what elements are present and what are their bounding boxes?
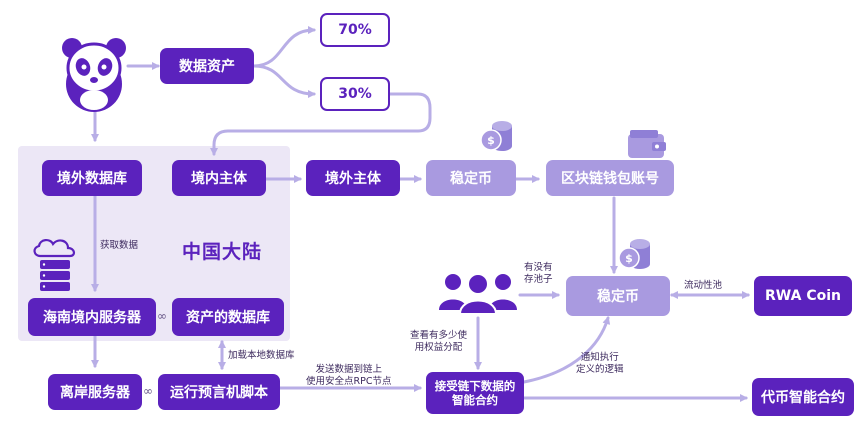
token-contract-node: 代币智能合约 [752, 378, 854, 416]
send-to-chain-label: 发送数据到链上 使用安全点RPC节点 [306, 364, 392, 387]
offshore-server-node: 离岸服务器 [48, 374, 142, 410]
cloud-server-icon [33, 239, 75, 291]
pct-30-node: 30% [320, 77, 390, 111]
arrow-30-to-domestic [210, 92, 432, 156]
wallet-icon [628, 130, 666, 158]
people-group-icon [439, 273, 517, 315]
notify-exec-label: 通知执行 定义的逻辑 [576, 352, 624, 375]
panda-icon [62, 38, 126, 112]
smart-contract-node: 接受链下数据的 智能合约 [426, 372, 524, 414]
has-pool-label: 有没有 存池子 [524, 262, 553, 285]
wallet-account-node: 区块链钱包账号 [546, 160, 674, 196]
coin-stack-icon: $ [618, 239, 650, 269]
region-label: 中国大陆 [181, 241, 262, 263]
hainan-server-node: 海南境内服务器 [28, 298, 156, 336]
check-rights-label: 查看有多少使 用权益分配 [410, 330, 468, 353]
fetch-data-label: 获取数据 [100, 240, 139, 251]
pct-70-node: 70% [320, 13, 390, 47]
liquidity-pool-label: 流动性池 [684, 280, 723, 291]
link-icon: ∞ [157, 309, 167, 323]
domestic-entity-node: 境内主体 [172, 160, 266, 196]
svg-text:$: $ [487, 134, 495, 147]
arrow-assets-to-70 [252, 26, 316, 68]
asset-database-node: 资产的数据库 [172, 298, 284, 336]
oracle-script-node: 运行预言机脚本 [158, 374, 280, 410]
data-assets-node: 数据资产 [160, 48, 254, 84]
arrow-assets-to-30 [252, 64, 316, 98]
link-icon: ∞ [143, 384, 153, 398]
offshore-database-node: 境外数据库 [42, 160, 142, 196]
stablecoin-mid-node: 稳定币 [566, 276, 670, 316]
stablecoin-top-node: 稳定币 [426, 160, 516, 196]
coin-stack-icon: $ [480, 121, 512, 151]
load-local-db-label: 加载本地数据库 [228, 350, 295, 361]
offshore-entity-node: 境外主体 [306, 160, 400, 196]
arrow-contract-to-stablecoin [522, 316, 611, 384]
rwa-coin-node: RWA Coin [754, 276, 852, 316]
svg-text:$: $ [625, 252, 633, 265]
